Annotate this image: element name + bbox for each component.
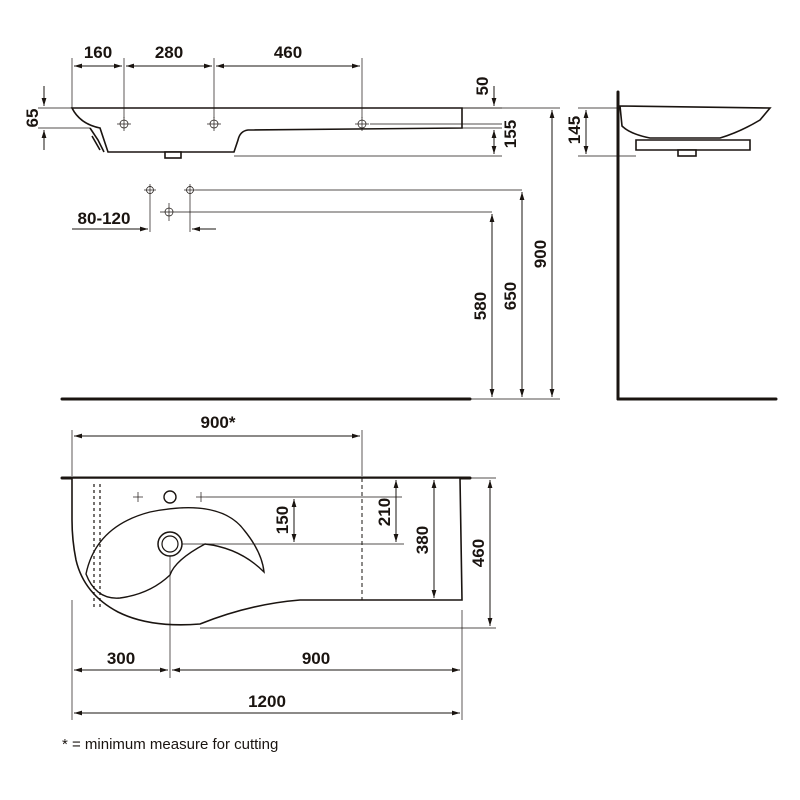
- side-drain: [677, 149, 697, 157]
- front-tap-marker-1: [117, 117, 131, 131]
- dim-900-bottom: 900: [302, 649, 330, 668]
- dim-155: 155: [501, 120, 520, 148]
- dim-65: 65: [23, 109, 42, 128]
- tap-marker-right: [184, 184, 196, 196]
- dim-145: 145: [565, 116, 584, 144]
- dim-50: 50: [473, 77, 492, 96]
- side-basin: [619, 105, 772, 139]
- dim-650: 650: [501, 282, 520, 310]
- dim-900-star: 900*: [201, 413, 236, 432]
- footnote: * = minimum measure for cutting: [62, 736, 279, 753]
- front-drain: [164, 151, 182, 159]
- plan-tap-hole: [133, 490, 206, 504]
- plan-view: 900* 150 210 380 460 300 900 1200: [60, 413, 496, 720]
- dim-150: 150: [273, 506, 292, 534]
- side-basin-bottom: [635, 139, 751, 151]
- plan-basin-outline: [71, 477, 463, 626]
- plan-bowl: [85, 507, 265, 599]
- dim-460-plan: 460: [469, 539, 488, 567]
- dim-80-120: 80-120: [78, 209, 131, 228]
- front-elevation: 160 280 460 65 50 155: [23, 43, 560, 401]
- dim-280: 280: [155, 43, 183, 62]
- dim-300: 300: [107, 649, 135, 668]
- dim-380: 380: [413, 526, 432, 554]
- side-elevation: 145: [565, 90, 778, 401]
- dim-160: 160: [84, 43, 112, 62]
- front-waste-pipe: [89, 127, 105, 153]
- dim-900: 900: [531, 240, 550, 268]
- front-tap-marker-3: [355, 117, 369, 131]
- tap-marker-left: [144, 184, 156, 196]
- front-tap-marker-2: [207, 117, 221, 131]
- dim-460-top: 460: [274, 43, 302, 62]
- tap-marker-center: [160, 203, 178, 221]
- dim-580: 580: [471, 292, 490, 320]
- dim-210: 210: [375, 498, 394, 526]
- front-basin-slab: [70, 107, 463, 153]
- dim-1200: 1200: [248, 692, 286, 711]
